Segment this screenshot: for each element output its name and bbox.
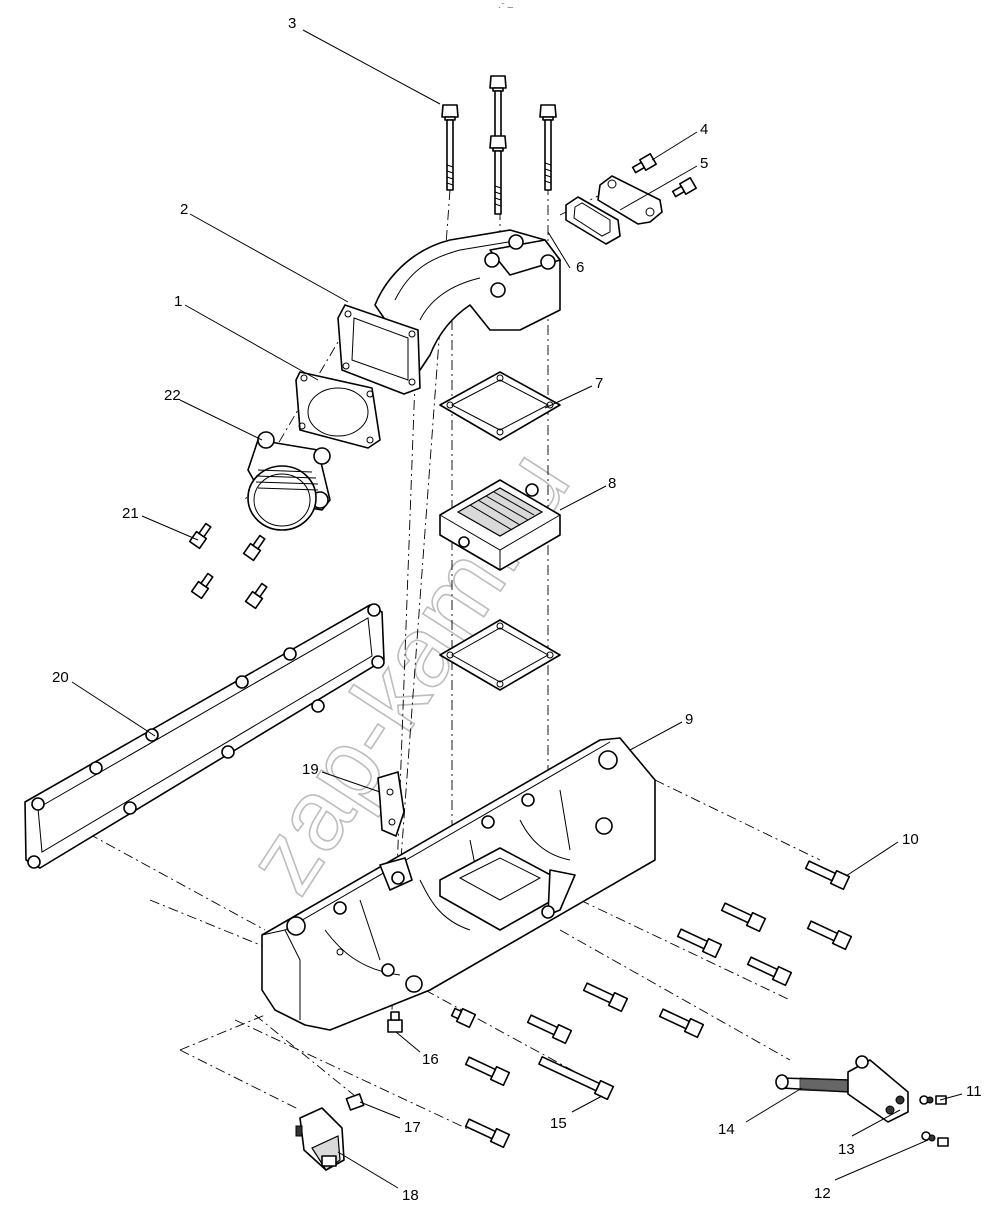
callout-11: 11 [966,1083,982,1100]
callout-7: 7 [595,375,603,392]
intake-manifold-9 [261,737,656,1031]
callout-22: 22 [164,387,181,404]
leader-lines [71,29,963,1189]
elbow-pipe-2 [337,229,561,395]
gasket-1 [295,371,381,449]
callout-14: 14 [718,1121,735,1138]
callout-19: 19 [302,761,319,778]
callout-20: 20 [52,669,69,686]
callout-3: 3 [288,15,296,32]
callout-15: 15 [550,1115,567,1132]
callout-6: 6 [576,259,584,276]
callout-10: 10 [902,831,919,848]
callout-2: 2 [180,201,188,218]
callout-17: 17 [404,1119,421,1136]
callout-21: 21 [122,505,139,522]
plug-17 [345,1093,365,1111]
heater-grid-8 [439,479,561,571]
callout-16: 16 [422,1051,439,1068]
gasket-6 [565,196,621,245]
intake-flange-22 [247,431,331,531]
bolts-21 [188,522,268,610]
top-mark: ·ˉ – [498,2,513,13]
bracket-19 [377,771,405,837]
heater-element-14 [775,1055,949,1147]
manifold-gasket-20 [24,603,385,869]
callout-9: 9 [685,711,693,728]
plug-16 [387,1011,403,1033]
callout-1: 1 [174,293,182,310]
long-bolts-3 [441,75,557,215]
callout-labels: 3 2 1 22 21 20 19 4 5 6 7 8 9 10 11 12 1… [52,15,982,1204]
gasket-7 [439,371,561,441]
callout-13: 13 [838,1141,855,1158]
callout-4: 4 [700,121,708,138]
manifold-bolts-10 [450,860,853,1149]
gasket-lower [439,619,561,691]
callout-12: 12 [814,1185,831,1202]
callout-8: 8 [608,475,616,492]
callout-5: 5 [700,155,708,172]
sensor-18 [295,1107,345,1171]
callout-18: 18 [402,1187,419,1204]
